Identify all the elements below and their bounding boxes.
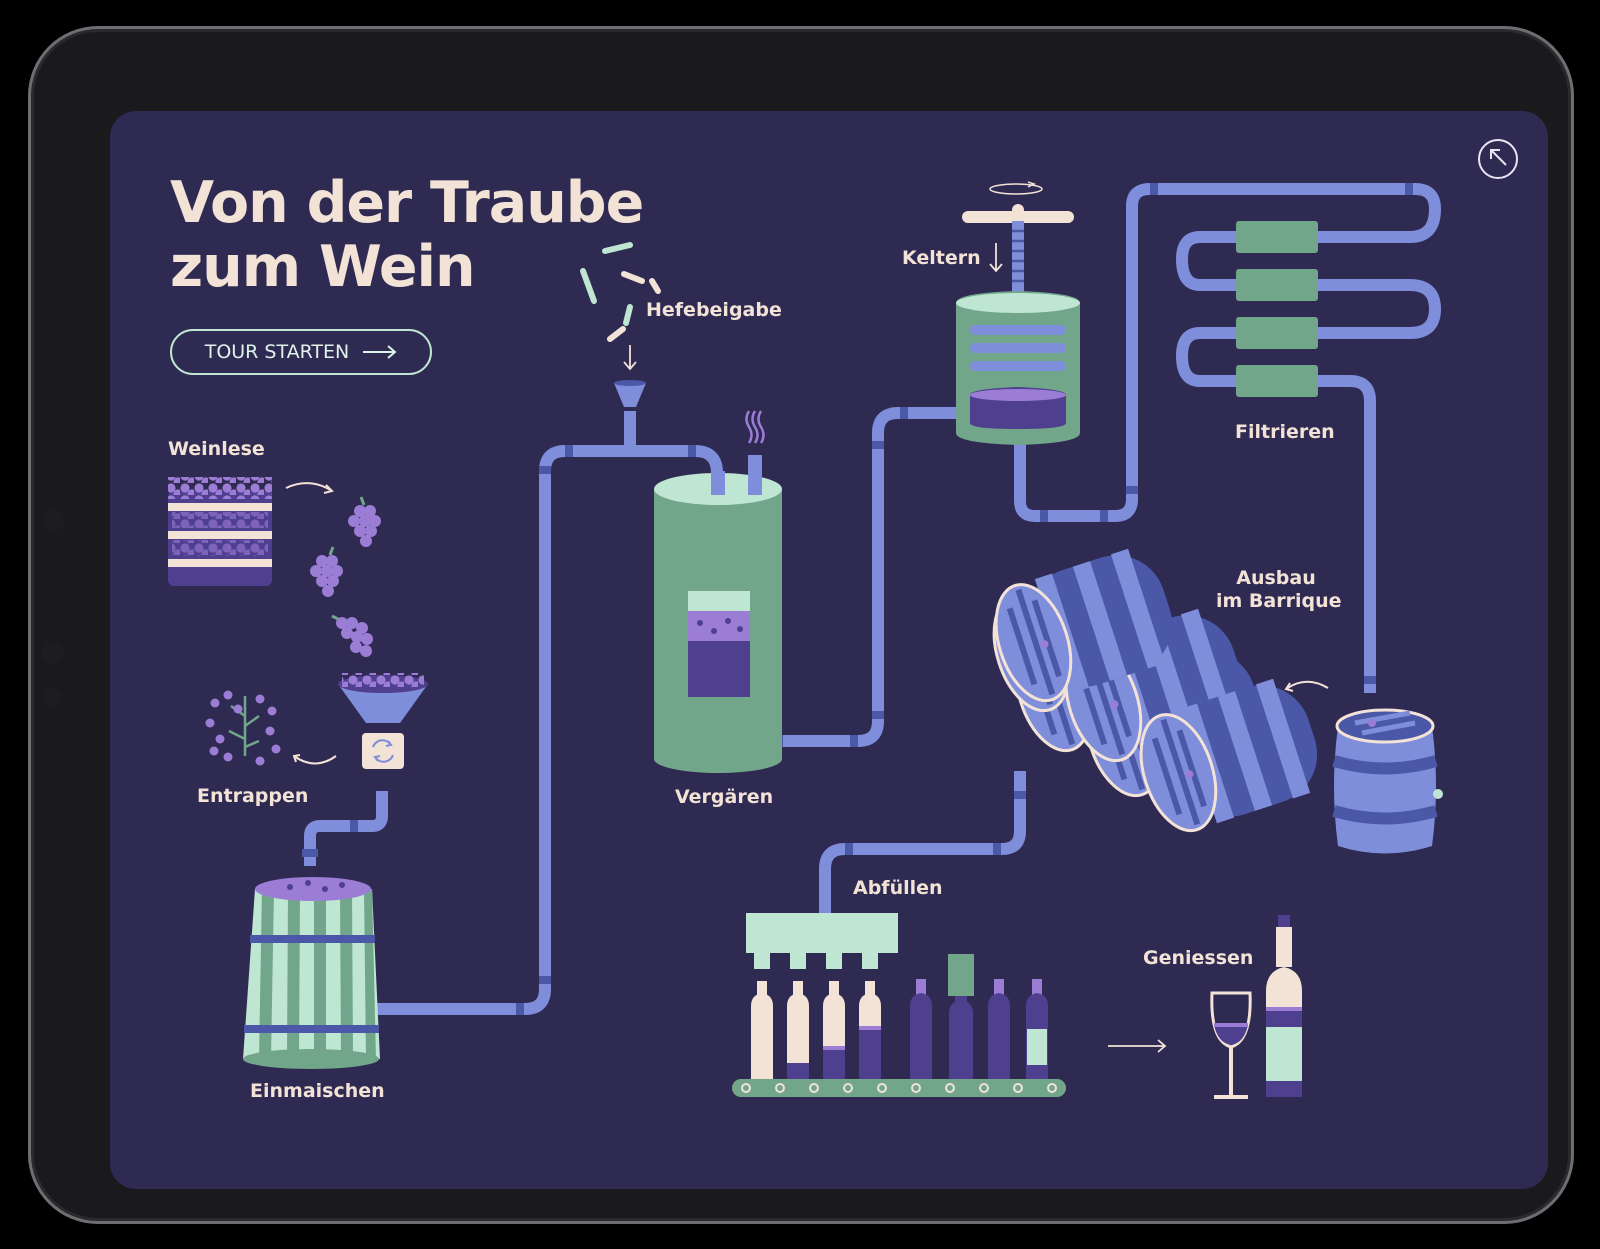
arrow-up-left-circle-icon [1488, 147, 1508, 171]
mash-tub [243, 877, 380, 1069]
collapse-button[interactable] [1478, 139, 1518, 179]
side-button [42, 642, 64, 664]
stage-label-weinlese[interactable]: Weinlese [168, 438, 265, 460]
side-button [44, 688, 62, 706]
app-screen: Von der Traube zum Wein TOUR STARTEN Wei… [110, 111, 1548, 1189]
yeast-funnel [614, 383, 646, 407]
yeast-particles [580, 242, 661, 342]
pipe-network [304, 183, 1441, 1015]
grape-stems [205, 690, 281, 766]
arrow-right-icon [363, 345, 397, 359]
destemmer-funnel [338, 673, 428, 769]
stage-label-vergaeren[interactable]: Vergären [675, 786, 774, 808]
tour-start-button-label: TOUR STARTEN [204, 341, 350, 363]
page-title-line2: zum Wein [170, 234, 476, 300]
bottle-row [732, 979, 1066, 1097]
stage-label-einmaischen[interactable]: Einmaischen [250, 1080, 385, 1102]
pipe-joints [302, 183, 1413, 1015]
wine-glass-and-bottle [1210, 915, 1302, 1099]
stage-label-filtrieren[interactable]: Filtrieren [1235, 421, 1335, 443]
stage-label-ausbau[interactable]: Ausbau im Barrique [1216, 567, 1342, 613]
tour-start-button[interactable]: TOUR STARTEN [170, 329, 432, 375]
bottling-machine [746, 913, 974, 996]
page-title-line1: Von der Traube [170, 170, 644, 236]
stage-label-entrappen[interactable]: Entrappen [197, 785, 309, 807]
stage-label-keltern[interactable]: Keltern [902, 247, 981, 269]
stage-label-geniessen[interactable]: Geniessen [1143, 947, 1254, 969]
stage-label-abfuellen[interactable]: Abfüllen [853, 877, 943, 899]
stage-label-ausbau-line1: Ausbau [1236, 567, 1316, 589]
stage-label-ausbau-line2: im Barrique [1216, 590, 1342, 612]
stage-label-hefebeigabe[interactable]: Hefebeigabe [646, 299, 782, 321]
grape-crates [168, 477, 272, 586]
wine-process-illustration [168, 181, 1443, 1099]
barrique-stack [992, 548, 1318, 833]
filter-units [1236, 221, 1318, 397]
tablet-frame: Von der Traube zum Wein TOUR STARTEN Wei… [28, 26, 1574, 1224]
camera-dot [42, 510, 64, 532]
fermentation-tank [654, 455, 782, 773]
falling-grapes [310, 496, 381, 657]
page-title: Von der Traube zum Wein [170, 170, 644, 300]
fermentation-vapour [745, 410, 765, 444]
single-barrel [1332, 708, 1443, 854]
wine-press [956, 181, 1080, 445]
